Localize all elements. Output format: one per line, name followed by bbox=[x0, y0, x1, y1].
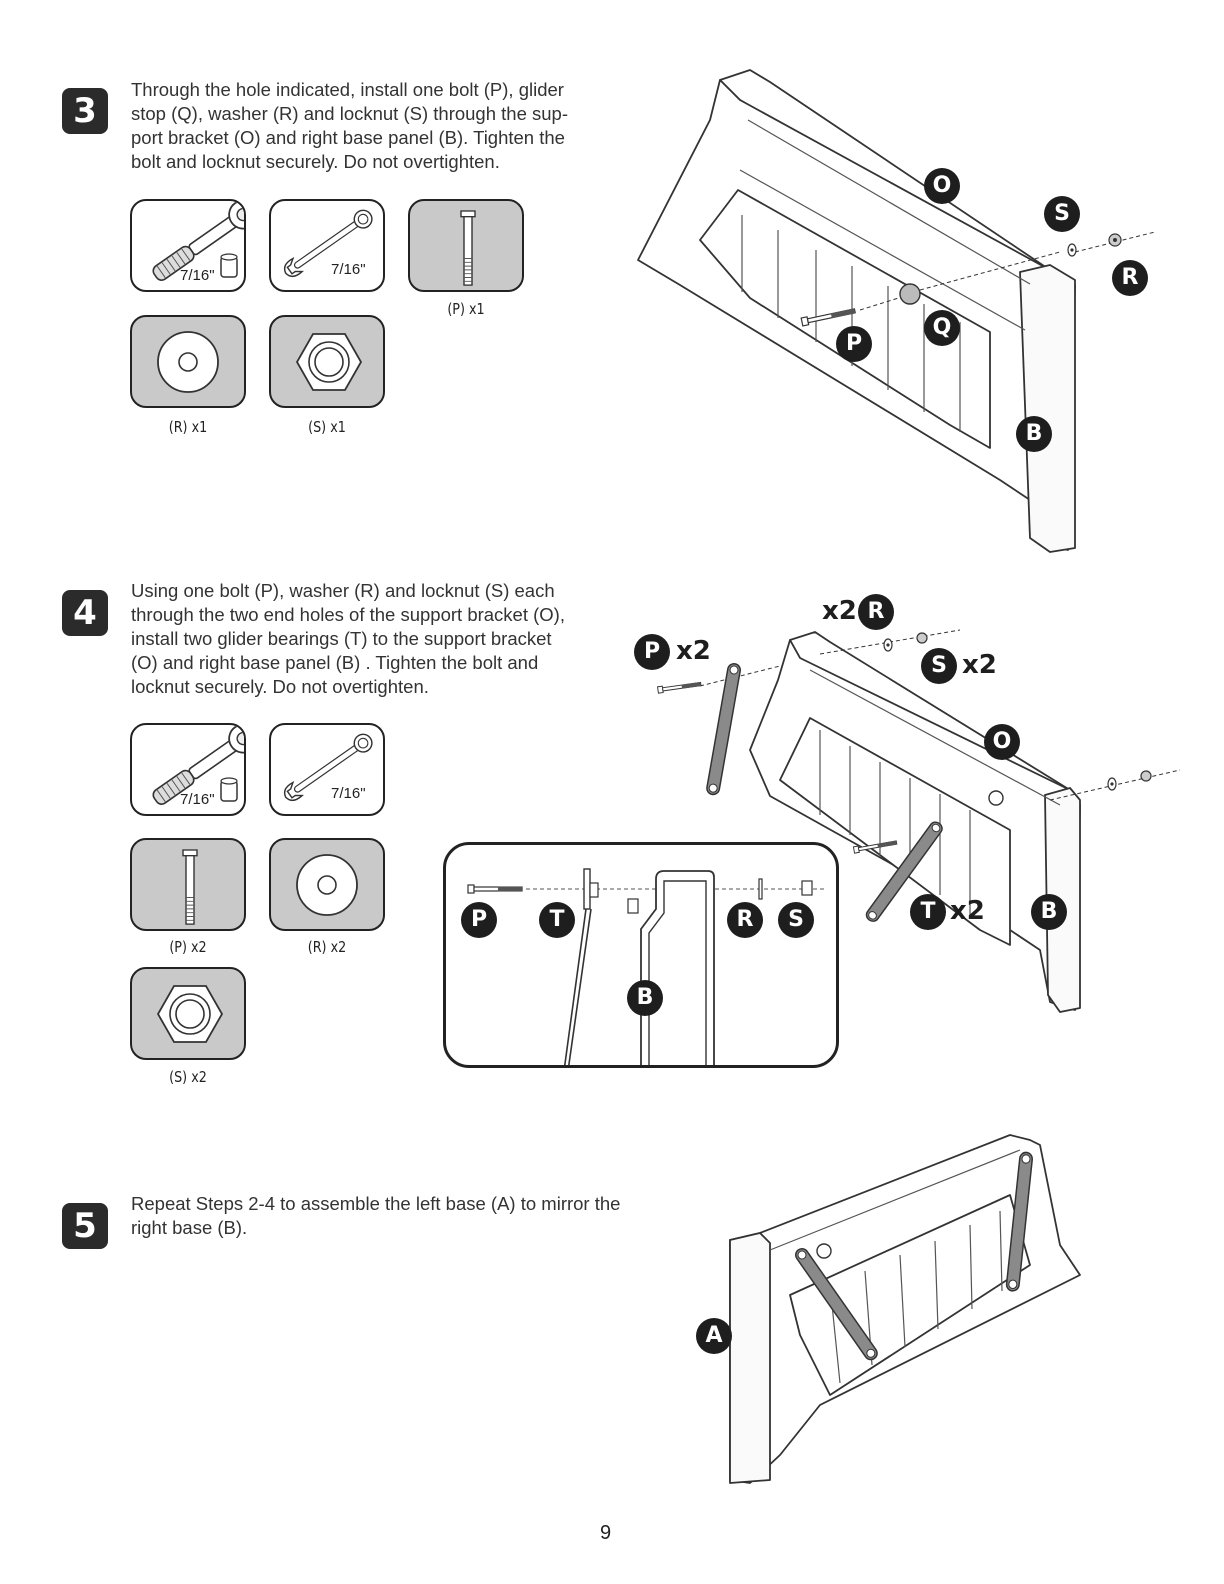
callout-q: Q bbox=[924, 310, 960, 346]
wrench-tool-tile: 7/16" bbox=[269, 199, 385, 292]
step-number: 4 bbox=[62, 590, 108, 636]
callout-t-qty: x2 bbox=[950, 896, 985, 926]
page-number: 9 bbox=[600, 1522, 612, 1544]
detail-callout-r: R bbox=[727, 902, 763, 938]
detail-callout-p: P bbox=[461, 902, 497, 938]
step5-left-base-illustration bbox=[729, 1134, 1081, 1484]
bolt-icon bbox=[182, 849, 198, 925]
wrench-icon bbox=[271, 201, 385, 292]
ratchet-tool-tile: 7/16" bbox=[130, 723, 246, 816]
detail-cross-section bbox=[467, 868, 826, 1065]
part-caption: (R) x2 bbox=[307, 938, 347, 956]
detail-inset bbox=[443, 842, 839, 1068]
callout-r: R bbox=[858, 594, 894, 630]
callout-s: S bbox=[921, 648, 957, 684]
callout-t: T bbox=[910, 894, 946, 930]
callout-a: A bbox=[696, 1318, 732, 1354]
instruction-line: locknut securely. Do not overtighten. bbox=[131, 676, 429, 697]
washer-icon bbox=[296, 854, 358, 916]
locknut-part-tile bbox=[269, 315, 385, 408]
step4-base-panel-illustration bbox=[657, 629, 1181, 1013]
instruction-line: Repeat Steps 2-4 to assemble the left ba… bbox=[131, 1193, 621, 1214]
part-caption: (P) x2 bbox=[169, 938, 207, 956]
callout-b: B bbox=[1016, 416, 1052, 452]
part-caption: (S) x2 bbox=[169, 1068, 207, 1086]
callout-p: P bbox=[634, 634, 670, 670]
instruction-line: Using one bolt (P), washer (R) and lockn… bbox=[131, 580, 555, 601]
step-number: 3 bbox=[62, 88, 108, 134]
callout-r-qty: x2 bbox=[822, 596, 857, 626]
tool-size-label: 7/16" bbox=[331, 785, 366, 802]
locknut-part-tile bbox=[130, 967, 246, 1060]
ratchet-tool-tile: 7/16" bbox=[130, 199, 246, 292]
callout-p: P bbox=[836, 326, 872, 362]
instruction-line: right base (B). bbox=[131, 1217, 248, 1238]
locknut-icon bbox=[296, 333, 362, 391]
part-caption: (P) x1 bbox=[447, 300, 485, 318]
locknut-icon bbox=[157, 985, 223, 1043]
instruction-line: Through the hole indicated, install one … bbox=[131, 79, 564, 100]
bolt-icon bbox=[460, 210, 476, 286]
step-instructions: Repeat Steps 2-4 to assemble the left ba… bbox=[131, 1192, 671, 1240]
callout-b: B bbox=[1031, 894, 1067, 930]
detail-callout-s: S bbox=[778, 902, 814, 938]
part-caption: (S) x1 bbox=[308, 418, 346, 436]
step-number: 5 bbox=[62, 1203, 108, 1249]
callout-p-qty: x2 bbox=[676, 636, 711, 666]
instruction-line: through the two end holes of the support… bbox=[131, 604, 565, 625]
callout-o: O bbox=[924, 168, 960, 204]
washer-part-tile bbox=[130, 315, 246, 408]
tool-size-label: 7/16" bbox=[180, 267, 215, 284]
step3-base-panel-illustration bbox=[637, 69, 1156, 553]
instruction-line: stop (Q), washer (R) and locknut (S) thr… bbox=[131, 103, 568, 124]
detail-callout-b: B bbox=[627, 980, 663, 1016]
step-instructions: Using one bolt (P), washer (R) and lockn… bbox=[131, 579, 601, 699]
callout-s: S bbox=[1044, 196, 1080, 232]
bolt-part-tile bbox=[130, 838, 246, 931]
instruction-line: install two glider bearings (T) to the s… bbox=[131, 628, 552, 649]
tool-size-label: 7/16" bbox=[180, 791, 215, 808]
instruction-line: port bracket (O) and right base panel (B… bbox=[131, 127, 565, 148]
wrench-icon bbox=[271, 725, 385, 816]
step-instructions: Through the hole indicated, install one … bbox=[131, 78, 601, 174]
instruction-line: bolt and locknut securely. Do not overti… bbox=[131, 151, 500, 172]
tool-size-label: 7/16" bbox=[331, 261, 366, 278]
washer-part-tile bbox=[269, 838, 385, 931]
callout-r: R bbox=[1112, 260, 1148, 296]
wrench-tool-tile: 7/16" bbox=[269, 723, 385, 816]
washer-icon bbox=[157, 331, 219, 393]
detail-callout-t: T bbox=[539, 902, 575, 938]
callout-s-qty: x2 bbox=[962, 650, 997, 680]
bolt-part-tile bbox=[408, 199, 524, 292]
callout-o: O bbox=[984, 724, 1020, 760]
instruction-line: (O) and right base panel (B) . Tighten t… bbox=[131, 652, 539, 673]
part-caption: (R) x1 bbox=[168, 418, 208, 436]
